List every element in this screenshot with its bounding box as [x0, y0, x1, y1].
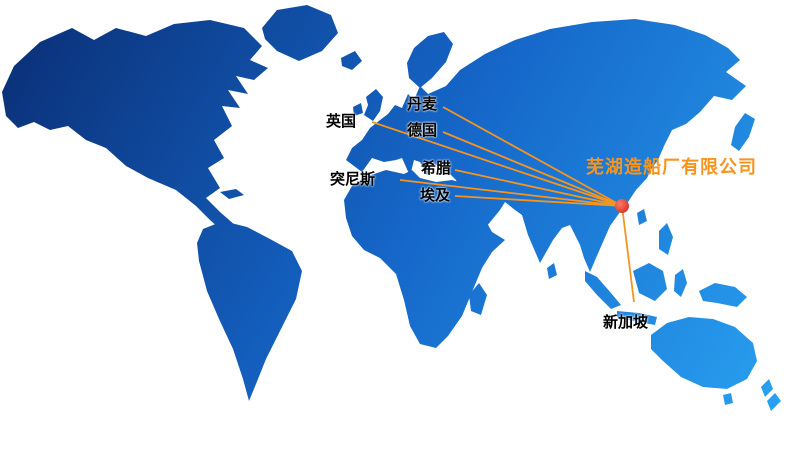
island-sri-lanka [547, 263, 557, 279]
continent-greenland [262, 5, 338, 61]
island-taiwan [637, 209, 647, 225]
continents-layer [2, 5, 781, 411]
island-sumatra [585, 271, 621, 309]
continent-eurasia [346, 19, 746, 272]
routes-layer [371, 106, 635, 303]
island-cuba [220, 189, 244, 199]
island-new-guinea [699, 283, 747, 307]
continent-australia [651, 317, 757, 389]
island-new-zealand-north [761, 379, 773, 397]
continent-north-america [2, 20, 268, 236]
hub-dot [615, 199, 629, 213]
route-line-丹麦 [442, 106, 623, 207]
continent-south-america [197, 221, 302, 401]
continent-africa [344, 170, 505, 348]
island-new-zealand-south [767, 393, 781, 411]
route-line-德国 [442, 131, 623, 207]
route-line-埃及 [454, 195, 623, 207]
region-scandinavia [407, 32, 453, 88]
island-java [617, 311, 657, 325]
route-line-新加坡 [621, 205, 635, 303]
island-philippines [659, 223, 673, 255]
route-line-英国 [371, 121, 623, 207]
route-line-突尼斯 [399, 179, 623, 207]
island-great-britain [364, 89, 383, 121]
island-borneo [633, 263, 667, 301]
island-ireland [353, 103, 363, 116]
island-sulawesi [674, 269, 687, 297]
island-madagascar [469, 283, 487, 315]
island-iceland [341, 51, 362, 70]
island-japan [731, 113, 755, 151]
route-line-希腊 [454, 169, 623, 207]
island-tasmania [723, 393, 733, 405]
